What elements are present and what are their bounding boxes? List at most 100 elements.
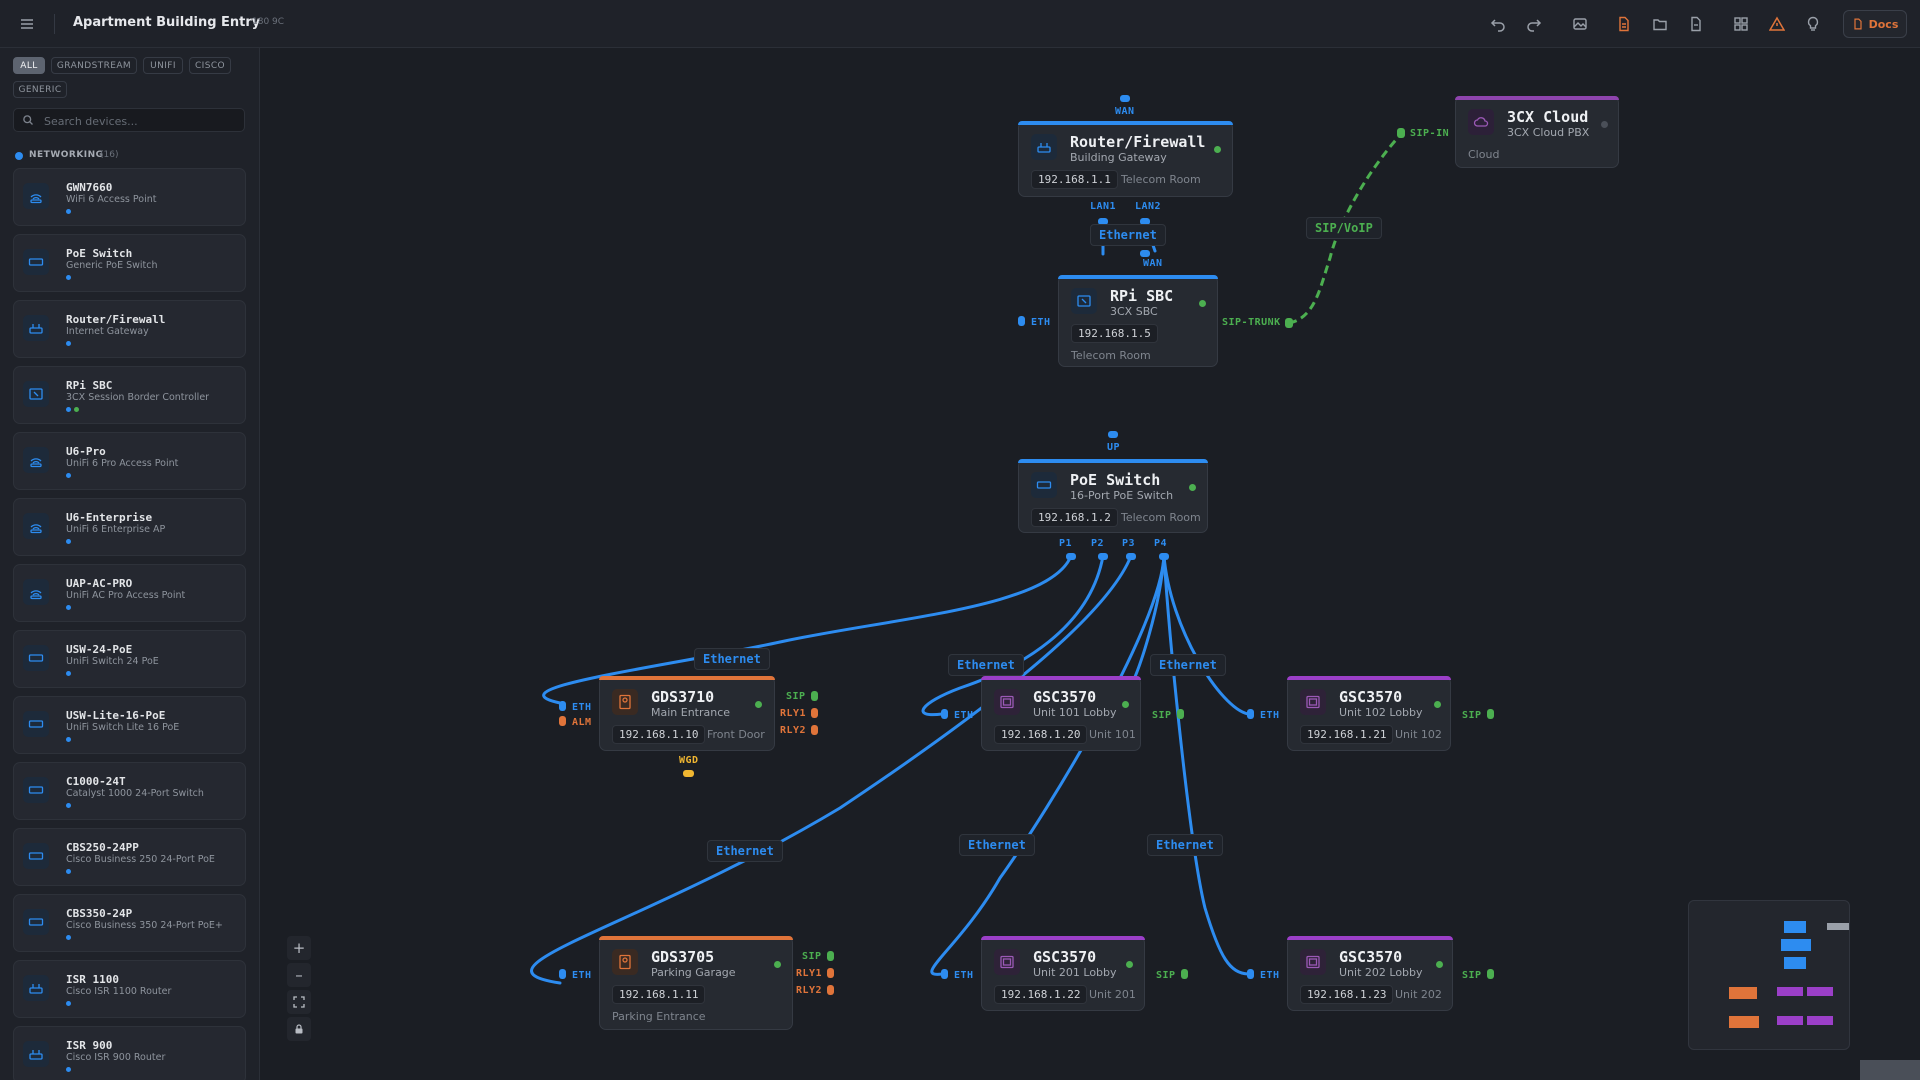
port-sbc-eth[interactable] [1018,316,1025,326]
wire-p4-gsc202[interactable] [1162,554,1250,976]
device-port-dots [66,209,71,214]
port-sbc-wan[interactable] [1140,250,1150,257]
file-icon[interactable] [1683,12,1709,36]
bulb-icon[interactable] [1800,12,1826,36]
diagram-canvas[interactable]: Router/Firewall Building Gateway 192.168… [260,48,1920,1080]
zoom-out-button[interactable]: – [287,963,311,987]
node-gsc3570-unit-202[interactable]: GSC3570 Unit 202 Lobby 192.168.1.23 Unit… [1287,936,1453,1011]
port-sip[interactable] [1487,969,1494,979]
port-alm[interactable] [559,716,566,726]
filter-chip-grandstream[interactable]: GRANDSTREAM [51,57,137,74]
port-label-rly1: RLY1 [796,968,823,979]
port-eth[interactable] [1247,969,1254,979]
port-sip-trunk[interactable] [1285,318,1293,328]
port-eth[interactable] [1247,709,1254,719]
port-wan[interactable] [1120,95,1130,102]
port-up[interactable] [1108,431,1118,438]
port-lan1[interactable] [1098,218,1108,225]
grid-icon[interactable] [1728,12,1754,36]
wire-p1-gds3710[interactable] [542,554,1073,705]
filter-chip-all[interactable]: ALL [13,57,45,74]
port-eth[interactable] [559,969,566,979]
port-sip[interactable] [1181,969,1188,979]
redo-icon[interactable] [1521,12,1547,36]
docs-button[interactable]: Docs [1843,10,1907,38]
zoom-in-button[interactable]: + [287,936,311,960]
device-description: 3CX Session Border Controller [66,392,210,403]
port-rly2[interactable] [827,985,834,995]
port-eth[interactable] [941,709,948,719]
wire-sip-trunk[interactable] [1288,131,1404,325]
node-gsc3570-unit-102[interactable]: GSC3570 Unit 102 Lobby 192.168.1.21 Unit… [1287,676,1451,751]
port-sip[interactable] [1177,709,1184,719]
device-port-dots [66,737,71,742]
wire-p3-gds3705[interactable] [530,554,1133,985]
filter-chip-cisco[interactable]: CISCO [189,57,231,74]
node-gsc3570-unit-101[interactable]: GSC3570 Unit 101 Lobby 192.168.1.20 Unit… [981,676,1141,751]
port-sip[interactable] [811,691,818,701]
port-p3[interactable] [1126,553,1136,560]
device-port-dots [66,803,71,808]
router-icon [23,1041,49,1067]
node-gds3710[interactable]: GDS3710 Main Entrance 192.168.1.10 Front… [599,676,775,751]
lock-button[interactable] [287,1017,311,1041]
node-router-firewall[interactable]: Router/Firewall Building Gateway 192.168… [1018,121,1233,197]
node-poe-switch[interactable]: PoE Switch 16-Port PoE Switch 192.168.1.… [1018,459,1208,533]
warning-icon[interactable] [1764,12,1790,36]
device-port-dots [66,935,71,940]
port-p4[interactable] [1159,553,1169,560]
filter-chip-unifi[interactable]: UNIFI [143,57,183,74]
port-sip-in[interactable] [1397,128,1405,138]
scrollbar-thumb[interactable] [1860,1060,1920,1080]
wire-p4-gsc201[interactable] [930,554,1166,976]
port-wgd[interactable] [683,770,694,777]
port-p1[interactable] [1066,553,1076,560]
undo-icon[interactable] [1485,12,1511,36]
wifi-ap-icon [23,513,49,539]
port-sip[interactable] [1487,709,1494,719]
search-input[interactable] [42,112,241,130]
port-eth[interactable] [559,701,566,711]
node-subtitle: Unit 202 Lobby [1339,966,1423,979]
minimap-node [1777,987,1803,996]
port-eth[interactable] [941,969,948,979]
minimap[interactable] [1688,900,1850,1050]
status-dot [774,961,781,968]
node-rpi-sbc[interactable]: RPi SBC 3CX SBC 192.168.1.5 Telecom Room [1058,275,1218,367]
sbc-icon [23,381,49,407]
port-sip[interactable] [827,951,834,961]
port-p2[interactable] [1098,553,1108,560]
node-3cx-cloud[interactable]: 3CX Cloud 3CX Cloud PBX Cloud [1455,96,1619,168]
port-rly1[interactable] [827,968,834,978]
menu-icon[interactable] [14,12,40,36]
port-rly2[interactable] [811,725,818,735]
node-accent-bar [599,676,775,680]
fit-view-button[interactable] [287,990,311,1014]
node-gsc3570-unit-201[interactable]: GSC3570 Unit 201 Lobby 192.168.1.22 Unit… [981,936,1145,1011]
port-lan2[interactable] [1140,218,1150,225]
pdf-icon[interactable] [1611,12,1637,36]
folder-icon[interactable] [1647,12,1673,36]
port-label-sip: SIP [1462,970,1482,981]
node-ip: 192.168.1.20 [994,725,1088,744]
filter-chip-generic[interactable]: GENERIC [13,81,67,98]
node-gds3705[interactable]: GDS3705 Parking Garage 192.168.1.11 Park… [599,936,793,1030]
wire-p2-gsc101[interactable] [921,554,1105,717]
image-icon[interactable] [1567,12,1593,36]
port-rly1[interactable] [811,708,818,718]
port-label-sip: SIP [1462,710,1482,721]
